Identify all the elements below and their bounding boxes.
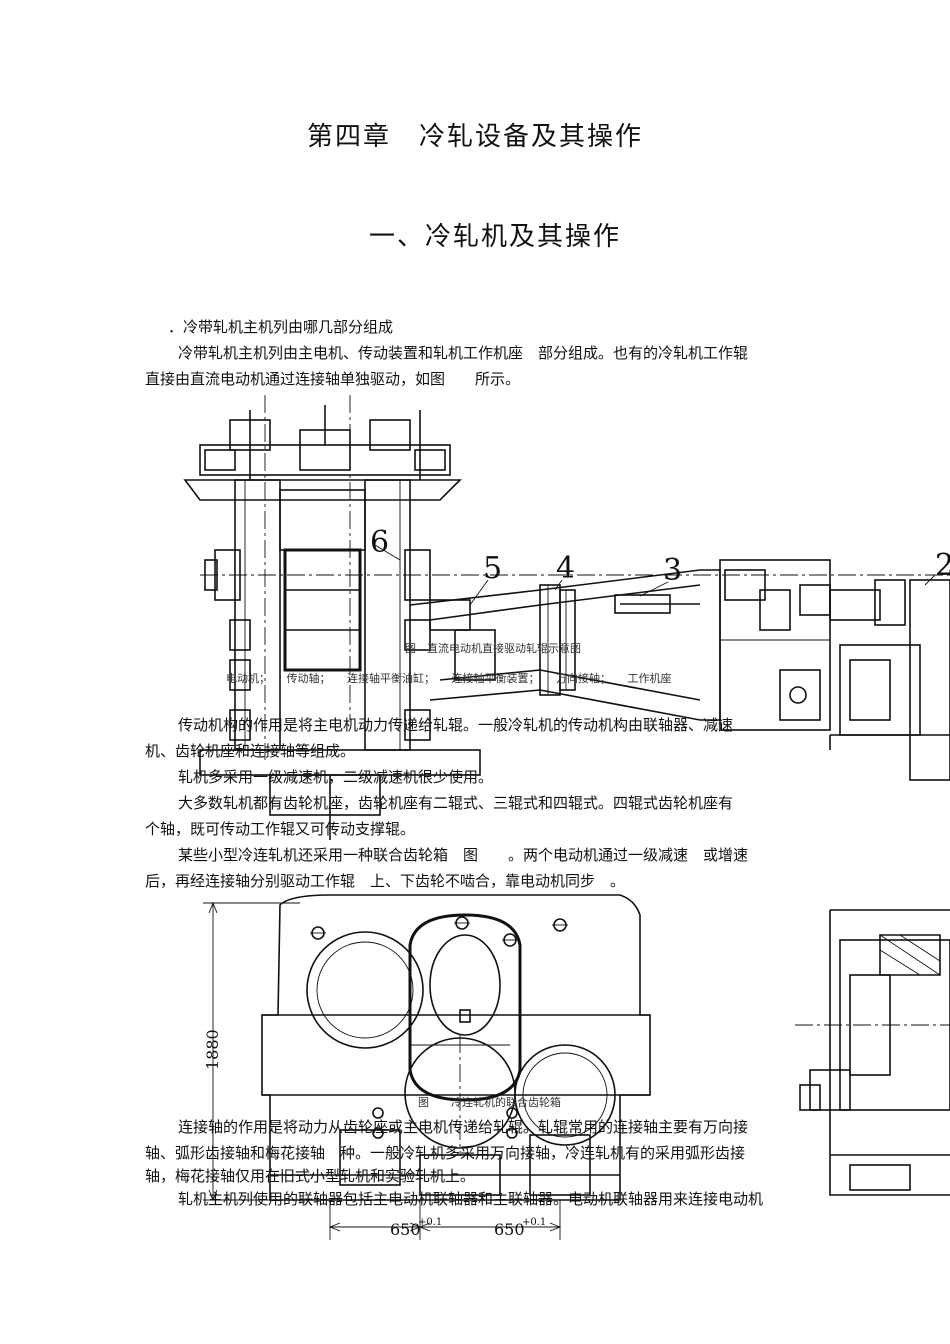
dim-width-2: 650 [494, 1220, 525, 1239]
paragraph-line: 冷带轧机主机列由主电机、传动装置和轧机工作机座 部分组成。也有的冷轧机工作辊 [178, 344, 749, 362]
paragraph-line: 机、齿轮机座和连接轴等组成。 [145, 742, 356, 760]
part-label-5: 5 [483, 551, 502, 586]
paragraph-line: 传动机构的作用是将主电机动力传递给轧辊。一般冷轧机的传动机构由联轴器、减速 [178, 716, 734, 734]
paragraph-line: 大多数轧机都有齿轮机座，齿轮机座有二辊式、三辊式和四辊式。四辊式齿轮机座有 [178, 794, 734, 812]
dim-height: 1880 [203, 1029, 222, 1070]
question-heading: ．冷带轧机主机列由哪几部分组成 [168, 318, 394, 336]
paragraph-line: 连接轴的作用是将动力从齿轮座或主电机传递给轧辊。轧辊常用的连接轴主要有万向接 [178, 1118, 749, 1136]
figure2-caption: 图 冷连轧机的联合齿轮箱 [418, 1096, 561, 1109]
paragraph-line: 轴、弧形齿接轴和梅花接轴 种。一般冷轧机多采用万向接轴，冷连轧机有的采用弧形齿接 [145, 1144, 746, 1162]
figure1-legend: 电动机； 传动轴； 连接轴平衡油缸； 连接轴平衡装置； 万向接轴； 工作机座 [226, 672, 672, 685]
mill-drive-figure: 6 5 4 3 2 [183, 395, 950, 840]
figure1-caption: 图 直流电动机直接驱动轧辊示意图 [405, 642, 581, 655]
gearbox-figure: 1880 650 +0.1 650 +0.1 [203, 894, 950, 1240]
paragraph-line: 直接由直流电动机通过连接轴单独驱动，如图 所示。 [145, 370, 521, 388]
paragraph-line: 轧机多采用一级减速机，二级减速机很少使用。 [178, 768, 494, 786]
paragraph-line: 后，再经连接轴分别驱动工作辊 上、下齿轮不啮合，靠电动机同步 。 [145, 872, 626, 890]
part-label-6: 6 [370, 525, 389, 560]
dim-width-2-tol: +0.1 [522, 1217, 546, 1228]
part-label-4: 4 [556, 551, 575, 586]
section-title: 一、冷轧机及其操作 [368, 222, 621, 252]
paragraph-line: 某些小型冷连轧机还采用一种联合齿轮箱 图 。两个电动机通过一级减速 或增速 [178, 846, 749, 864]
paragraph-line: 轴，梅花接轴仅用在旧式小型轧机和实验轧机上。 [145, 1167, 476, 1185]
dim-width-1-tol: +0.1 [418, 1217, 442, 1228]
paragraph-line: 个轴，既可传动工作辊又可传动支撑辊。 [145, 820, 416, 838]
dim-width-1: 650 [390, 1220, 421, 1239]
paragraph-line: 轧机主机列使用的联轴器包括主电动机联轴器和主联轴器。电动机联轴器用来连接电动机 [178, 1190, 764, 1208]
part-label-2: 2 [935, 548, 950, 583]
part-label-3: 3 [663, 553, 682, 588]
chapter-title: 第四章 冷轧设备及其操作 [306, 122, 643, 152]
